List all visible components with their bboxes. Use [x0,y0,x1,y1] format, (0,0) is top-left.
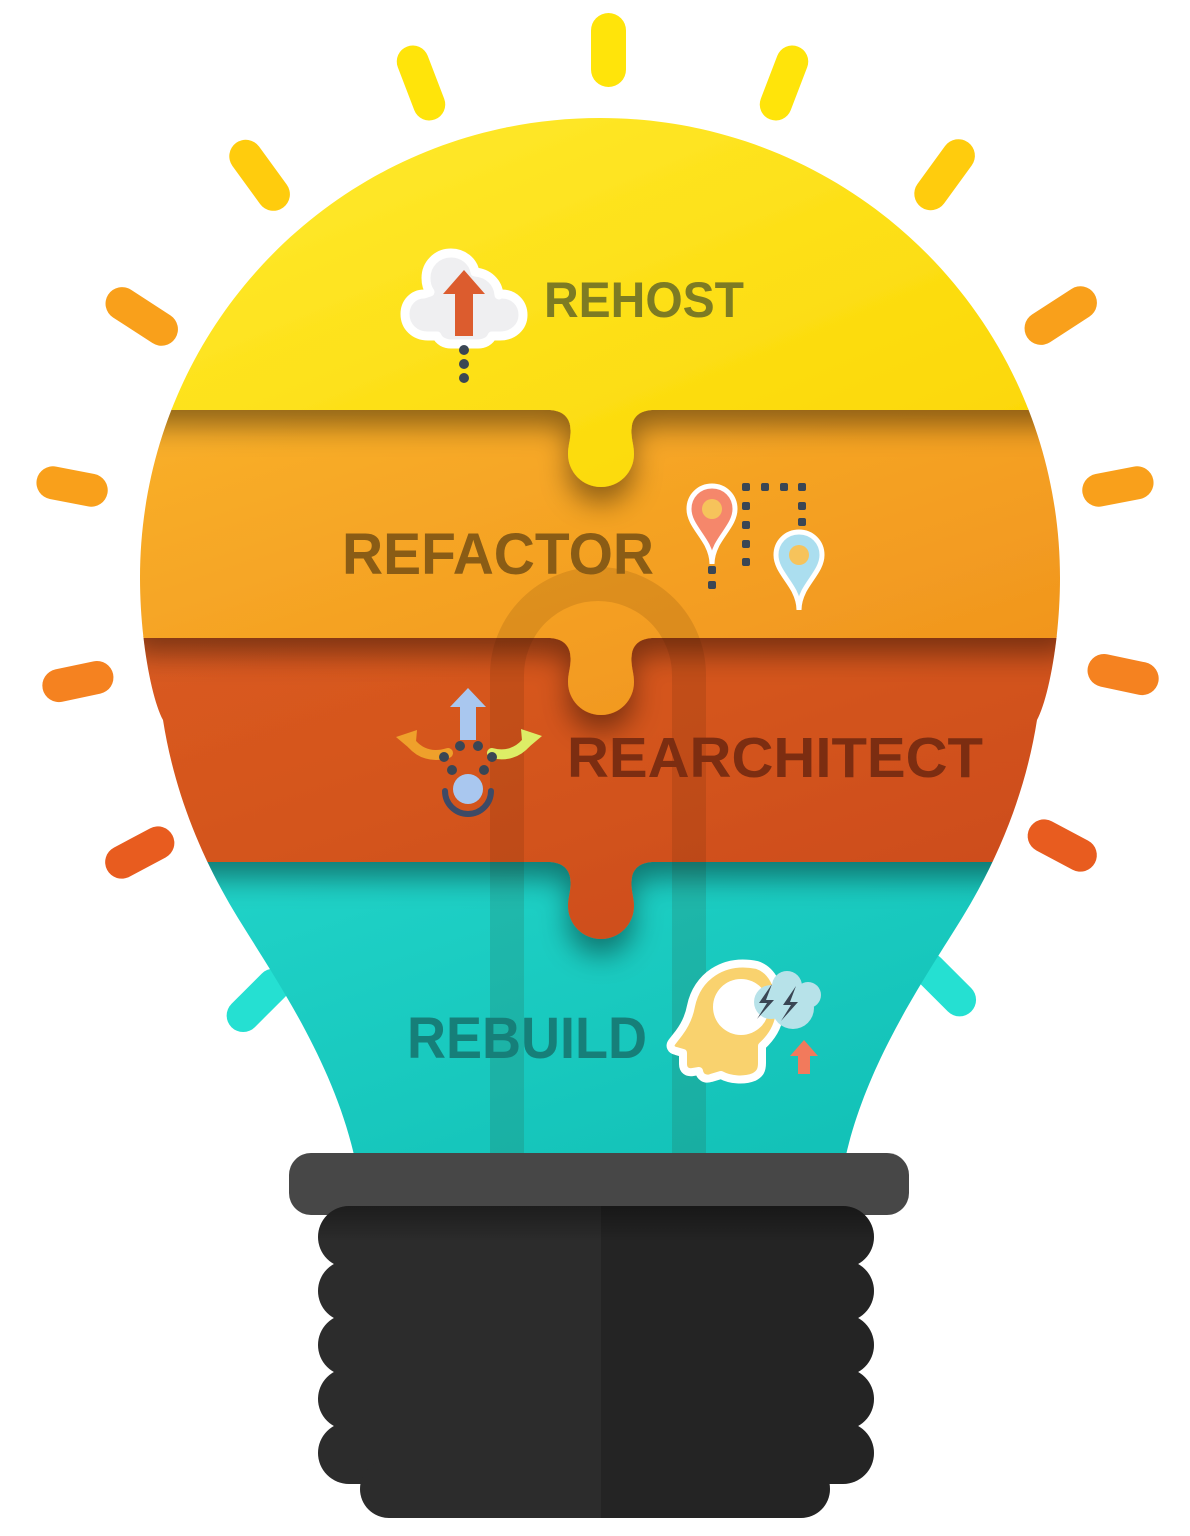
segment-label-refactor: REFACTOR [342,522,654,587]
ray-top-center [591,13,626,87]
screw-right-shade [601,1206,874,1518]
ray-lower-mid-left [42,660,114,703]
cloud-upload-icon [400,248,528,383]
ray-lower-mid-right [1087,653,1159,696]
curve-arrow-left-head [396,730,417,753]
segment-label-rehost: REHOST [544,272,744,328]
arrow-up [450,688,486,740]
curve-arrow-right-head [521,729,542,752]
dotted-trail [459,345,469,383]
scatter-dots [439,741,497,775]
ray-upper-right [1024,286,1097,345]
light-rays [36,13,1159,1033]
split-arrows-icon [396,688,542,817]
bulb-glass [140,118,1060,1175]
ray-top-inner-right [759,45,809,121]
brain-circle [713,979,769,1035]
segment-label-rebuild: REBUILD [407,1006,647,1071]
pin-left-hole [702,499,722,519]
upload-arrow [443,270,485,336]
rise-arrow [790,1040,818,1074]
brainstorm-head-icon [666,959,821,1084]
ray-top-outer-right [914,139,975,211]
segment-rearchitect [140,636,1060,939]
bulb-base [289,1153,909,1518]
cap-shadow [318,1206,874,1242]
segment-label-rearchitect: REARCHITECT [567,726,983,790]
pin-left [686,483,738,565]
ray-bottom-left [226,968,291,1033]
route-dots [708,483,806,589]
ray-lower-right [1027,819,1097,872]
pin-right [773,529,825,611]
ray-top-inner-left [396,45,446,121]
lightning-bolts [757,984,798,1021]
ray-lower-left [105,826,175,879]
ray-mid-right [1082,466,1154,507]
origin-arc [442,788,494,817]
filament [490,567,706,1175]
ray-upper-left [105,287,178,346]
ray-mid-left [36,466,108,507]
segment-rebuild [140,860,1060,1175]
ray-top-outer-left [229,139,290,211]
segment-refactor [140,408,1060,715]
base-cap [289,1153,909,1215]
origin-ball [453,774,483,804]
segment-rehost [140,118,1060,487]
pin-right-hole [789,545,809,565]
map-pins-route-icon [686,483,825,611]
